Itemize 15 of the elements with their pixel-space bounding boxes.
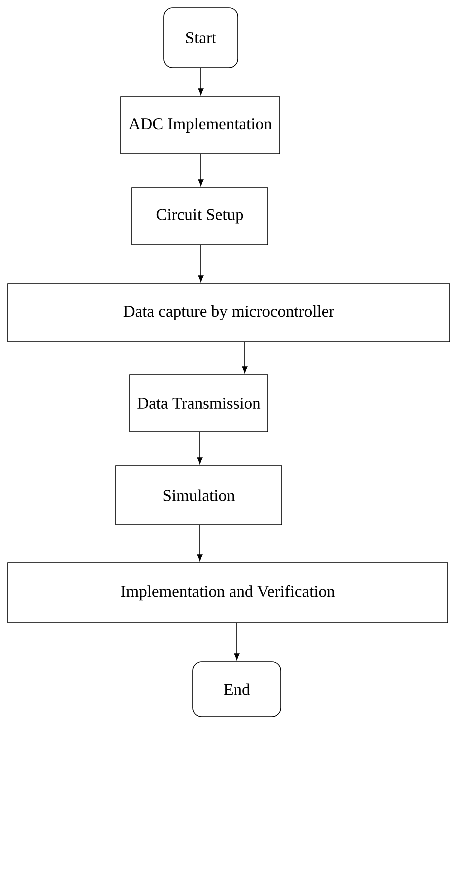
process-box: Data Transmission	[130, 374, 268, 432]
arrow	[198, 68, 204, 96]
process-box: ADC Implementation	[120, 96, 280, 154]
arrow	[234, 623, 240, 660]
arrow	[197, 432, 203, 464]
arrow	[242, 342, 248, 374]
process-box: Data capture by microcontroller	[8, 284, 450, 342]
terminal-box: End	[192, 662, 282, 718]
process-box: Circuit Setup	[132, 188, 268, 246]
arrow	[198, 154, 204, 186]
arrow	[197, 525, 203, 562]
process-box: Simulation	[116, 466, 282, 526]
arrow	[198, 245, 204, 282]
process-box: Implementation and Verification	[8, 562, 448, 624]
terminal-box: Start	[164, 8, 238, 68]
